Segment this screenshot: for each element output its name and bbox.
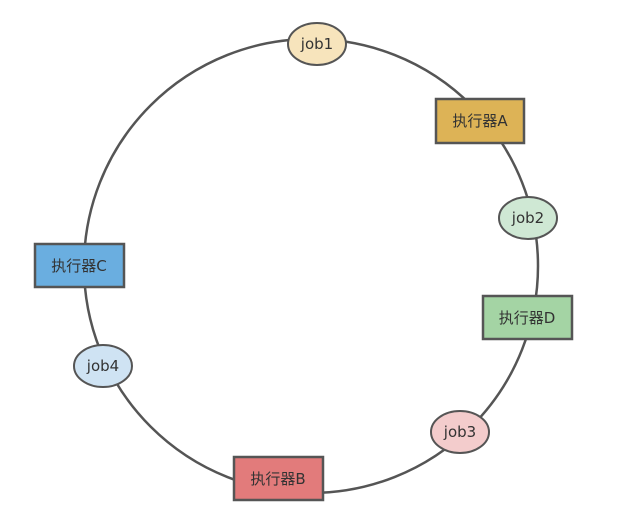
executor-node-d: 执行器D <box>481 294 574 341</box>
executor-a-label: 执行器A <box>452 112 508 130</box>
executor-c-box <box>33 242 126 289</box>
executor-d-label: 执行器D <box>499 309 556 327</box>
job-node-job3: job3 <box>430 410 490 454</box>
job1-label: job1 <box>300 35 333 53</box>
job3-ellipse <box>430 410 490 454</box>
job-node-job4: job4 <box>73 344 133 388</box>
job2-label: job2 <box>511 209 544 227</box>
job4-label: job4 <box>86 357 119 375</box>
executor-b-box <box>232 455 325 502</box>
job2-ellipse <box>498 196 558 240</box>
executor-node-c: 执行器C <box>33 242 126 289</box>
executor-node-a: 执行器A <box>434 97 526 145</box>
executor-node-b: 执行器B <box>232 455 325 502</box>
job-node-job1: job1 <box>287 22 347 66</box>
executor-a-box <box>434 97 526 145</box>
job-node-job2: job2 <box>498 196 558 240</box>
job3-label: job3 <box>443 423 476 441</box>
job4-ellipse <box>73 344 133 388</box>
executor-d-box <box>481 294 574 341</box>
job1-ellipse <box>287 22 347 66</box>
executor-c-label: 执行器C <box>51 257 106 275</box>
executor-b-label: 执行器B <box>250 470 305 488</box>
